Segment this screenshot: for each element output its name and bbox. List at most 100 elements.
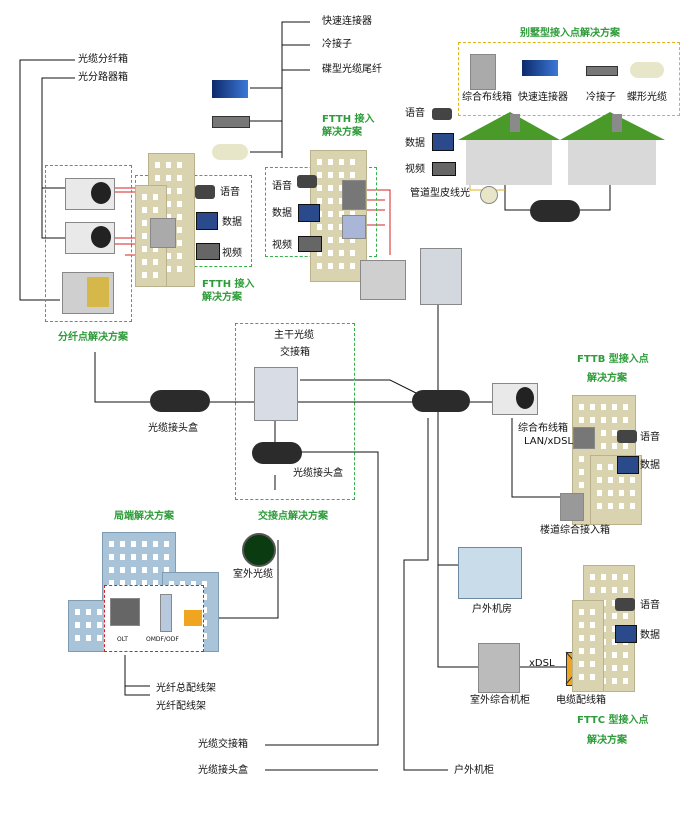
building-window xyxy=(142,259,147,265)
fttb-phone-icon xyxy=(617,430,637,443)
building-window xyxy=(164,554,169,560)
building-window xyxy=(202,607,207,613)
building-window xyxy=(155,175,160,181)
building-window xyxy=(579,661,584,667)
building-window xyxy=(339,263,344,269)
building-window xyxy=(166,266,171,272)
villa-tv-icon xyxy=(432,162,456,176)
building-window xyxy=(579,674,584,680)
building-window xyxy=(164,567,169,573)
fttc-phone-icon xyxy=(615,598,635,611)
cross-connect-box-icon xyxy=(254,367,298,421)
building-window xyxy=(166,162,171,168)
building-window xyxy=(590,674,595,680)
building-window xyxy=(623,417,628,423)
building-window xyxy=(608,490,613,496)
building-window xyxy=(120,580,125,586)
villa-video: 视频 xyxy=(405,164,425,175)
building-window xyxy=(601,404,606,410)
outdoor-cable-icon xyxy=(242,533,276,567)
building-window xyxy=(153,259,158,265)
center-floor-box-icon xyxy=(342,180,366,210)
building-window xyxy=(120,567,125,573)
building-window xyxy=(131,554,136,560)
villa-phone-icon xyxy=(432,108,452,120)
building-window xyxy=(619,477,624,483)
villa-splice-closure-icon xyxy=(530,200,580,222)
building-window xyxy=(597,464,602,470)
building-window xyxy=(623,613,628,619)
building-window xyxy=(177,266,182,272)
building-window xyxy=(177,188,182,194)
building-window xyxy=(350,263,355,269)
building-window xyxy=(153,272,158,278)
building-window xyxy=(623,678,628,684)
building-window xyxy=(612,417,617,423)
building-window xyxy=(166,253,171,259)
building-window xyxy=(612,600,617,606)
center-rack-icon xyxy=(420,248,462,305)
building-window xyxy=(597,503,602,509)
building-window xyxy=(177,227,182,233)
building-window xyxy=(612,613,617,619)
central-building-left-icon xyxy=(68,600,110,652)
building-window xyxy=(328,224,333,230)
building-window xyxy=(579,622,584,628)
building-window xyxy=(590,648,595,654)
building-window xyxy=(177,214,182,220)
building-window xyxy=(612,678,617,684)
building-window xyxy=(75,622,80,628)
fttc-title-1: FTTC 型接入点 xyxy=(577,715,649,726)
building-window xyxy=(86,635,91,641)
building-window xyxy=(202,581,207,587)
house-2-chimney xyxy=(612,114,622,132)
ftth-left-title-1: FTTH 接入 xyxy=(202,279,255,290)
building-window xyxy=(630,490,635,496)
fttb-computer-icon xyxy=(617,456,639,474)
building-window xyxy=(612,652,617,658)
split-point-title: 分纤点解决方案 xyxy=(58,332,128,343)
building-window xyxy=(623,443,628,449)
splitter-box-icon xyxy=(65,222,115,254)
outdoor-xdsl-label: xDSL xyxy=(529,658,555,669)
center-floor-box2-icon xyxy=(342,215,366,239)
villa-data: 数据 xyxy=(405,138,425,149)
building-window xyxy=(590,609,595,615)
fiber-distribution-box-label: 光缆分纤箱 xyxy=(78,54,128,65)
building-window xyxy=(75,635,80,641)
tv-icon xyxy=(196,243,220,260)
building-window xyxy=(120,554,125,560)
villa-item-3: 冷接子 xyxy=(586,92,616,103)
building-window xyxy=(86,622,91,628)
ftth-center-voice: 语音 xyxy=(272,181,292,192)
building-window xyxy=(328,263,333,269)
odf-rack-icon xyxy=(160,594,172,632)
building-window xyxy=(339,250,344,256)
building-window xyxy=(317,172,322,178)
distribution-cabinet-icon xyxy=(62,272,114,314)
building-window xyxy=(317,198,322,204)
odf-label: OMDF/ODF xyxy=(146,636,179,643)
building-window xyxy=(623,574,628,580)
ftth-left-title-2: 解决方案 xyxy=(202,292,242,303)
bottom-splice-box-label: 光缆接头盒 xyxy=(198,765,248,776)
building-window xyxy=(131,541,136,547)
building-window xyxy=(109,541,114,547)
building-window xyxy=(202,633,207,639)
building-window xyxy=(590,587,595,593)
building-window xyxy=(153,541,158,547)
outdoor-cabinet-icon xyxy=(478,643,520,693)
villa-fast-connector-icon xyxy=(522,60,558,76)
fttc-computer-icon xyxy=(615,625,637,643)
building-window xyxy=(601,587,606,593)
ftth-center-data: 数据 xyxy=(272,208,292,219)
outdoor-cable-label: 室外光缆 xyxy=(233,569,273,580)
building-window xyxy=(86,609,91,615)
building-window xyxy=(166,214,171,220)
cable-box-label: 电缆配线箱 xyxy=(556,695,606,706)
building-window xyxy=(142,272,147,278)
building-window xyxy=(328,159,333,165)
building-window xyxy=(177,240,182,246)
building-window xyxy=(350,237,355,243)
villa-title: 别墅型接入点解决方案 xyxy=(520,28,620,39)
